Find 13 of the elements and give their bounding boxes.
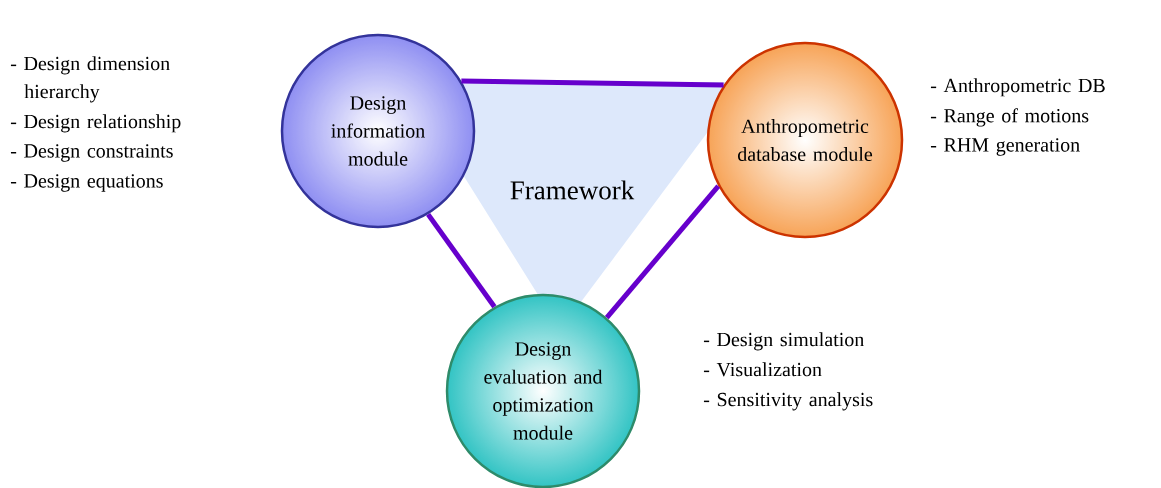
list-item: - Range of motions (930, 108, 1089, 127)
list-item: - Anthropometric DB (930, 78, 1105, 97)
connector-line (604, 184, 721, 320)
list-item: - Sensitivity analysis (703, 392, 873, 411)
list-item: - Design simulation (703, 332, 864, 351)
list-item: - RHM generation (930, 138, 1080, 156)
list-item: - Design dimension hierarchy (10, 56, 170, 103)
list-item: - Visualization (703, 362, 822, 377)
list-item: - Design relationship (10, 114, 181, 133)
connector-line (426, 212, 497, 309)
list-item: - Design equations (10, 174, 163, 192)
list-item: - Design constraints (10, 144, 173, 162)
connector-line (461, 78, 724, 88)
